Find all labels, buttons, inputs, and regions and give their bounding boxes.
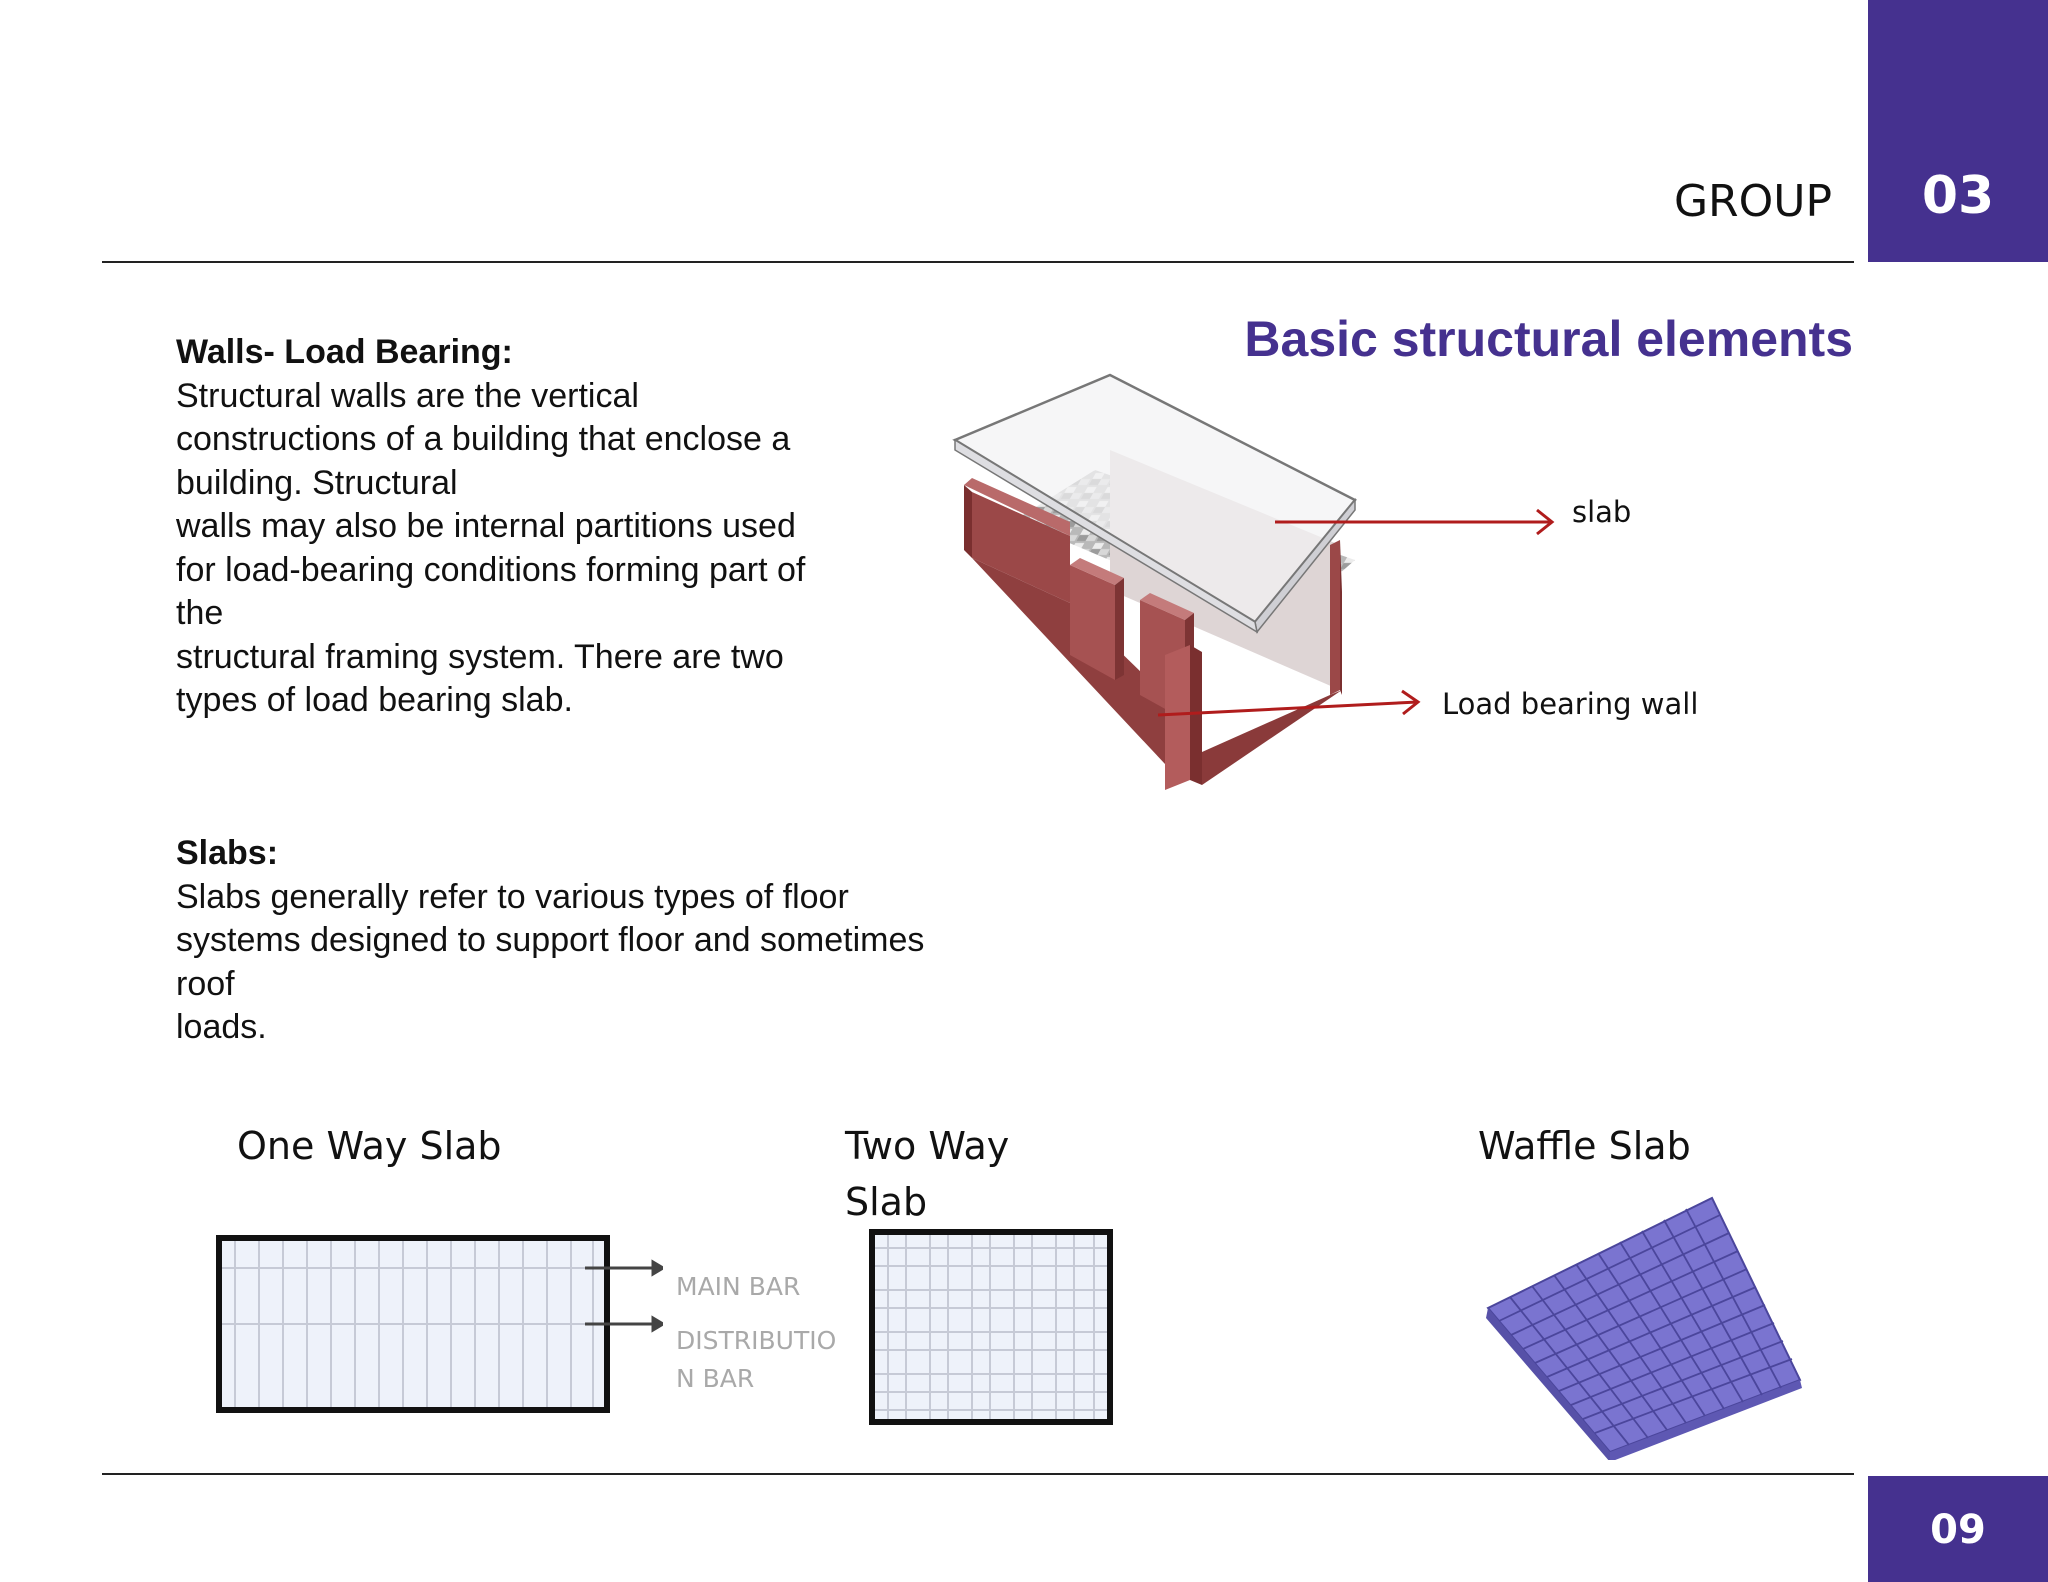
slabs-line: roof — [176, 964, 235, 1003]
wall-left-face — [972, 492, 1070, 603]
wall-arrow — [1157, 689, 1421, 717]
wall-fin — [1070, 565, 1115, 680]
two-way-slab-border — [869, 1229, 1113, 1425]
page-number: 09 — [1930, 1507, 1986, 1553]
wall-end-right — [1330, 540, 1340, 695]
waffle-ribs — [1498, 1208, 1793, 1446]
slab-arrow — [1275, 508, 1555, 536]
distribution-bars — [219, 1267, 607, 1325]
footer-rule — [102, 1473, 1854, 1475]
page-number-tab: 09 — [1868, 1476, 2048, 1582]
page-title: Basic structural elements — [1244, 311, 1853, 367]
one-way-slab-title: One Way Slab — [237, 1124, 502, 1168]
waffle-slab-title: Waffle Slab — [1478, 1124, 1691, 1168]
walls-line: building. Structural — [176, 463, 458, 502]
group-number-tab: 03 — [1868, 0, 2048, 262]
slabs-line: loads. — [176, 1008, 267, 1046]
wall-end-front — [1165, 645, 1190, 790]
waffle-slab-diagram — [1486, 1196, 1802, 1460]
load-bearing-wall-label: Load bearing wall — [1442, 687, 1699, 721]
walls-line: the — [176, 594, 224, 632]
wall-front-face — [972, 558, 1180, 780]
slab-label: slab — [1572, 495, 1632, 529]
slabs-section: Slabs: Slabs generally refer to various … — [176, 832, 924, 1050]
structure-diagram — [952, 373, 1555, 790]
slabs-line: systems designed to support floor and so… — [176, 921, 925, 959]
two-way-bars — [872, 1232, 1110, 1422]
walls-line: constructions of a building that enclose… — [176, 420, 791, 458]
two-way-slab-title: Two Way Slab — [845, 1124, 1010, 1224]
group-number: 03 — [1921, 166, 1995, 226]
slabs-heading: Slabs: — [176, 834, 279, 872]
main-bar-label: MAIN BAR — [676, 1272, 801, 1301]
walls-line: types of load bearing slab. — [176, 681, 573, 719]
walls-line: structural framing system. There are two — [176, 637, 784, 676]
one-way-slab-diagram — [216, 1235, 663, 1413]
two-way-slab-diagram — [869, 1229, 1113, 1425]
walls-section: Walls- Load Bearing: Structural walls ar… — [176, 331, 805, 723]
group-label: GROUP — [1673, 176, 1832, 227]
walls-heading: Walls- Load Bearing: — [176, 333, 513, 371]
slabs-line: Slabs generally refer to various types o… — [176, 877, 849, 916]
distribution-bar-label: DISTRIBUTIO N BAR — [676, 1326, 837, 1393]
header-rule — [102, 261, 1854, 263]
walls-line: for load-bearing conditions forming part… — [176, 550, 806, 589]
walls-line: Structural walls are the vertical — [176, 376, 639, 415]
walls-line: walls may also be internal partitions us… — [176, 507, 796, 545]
